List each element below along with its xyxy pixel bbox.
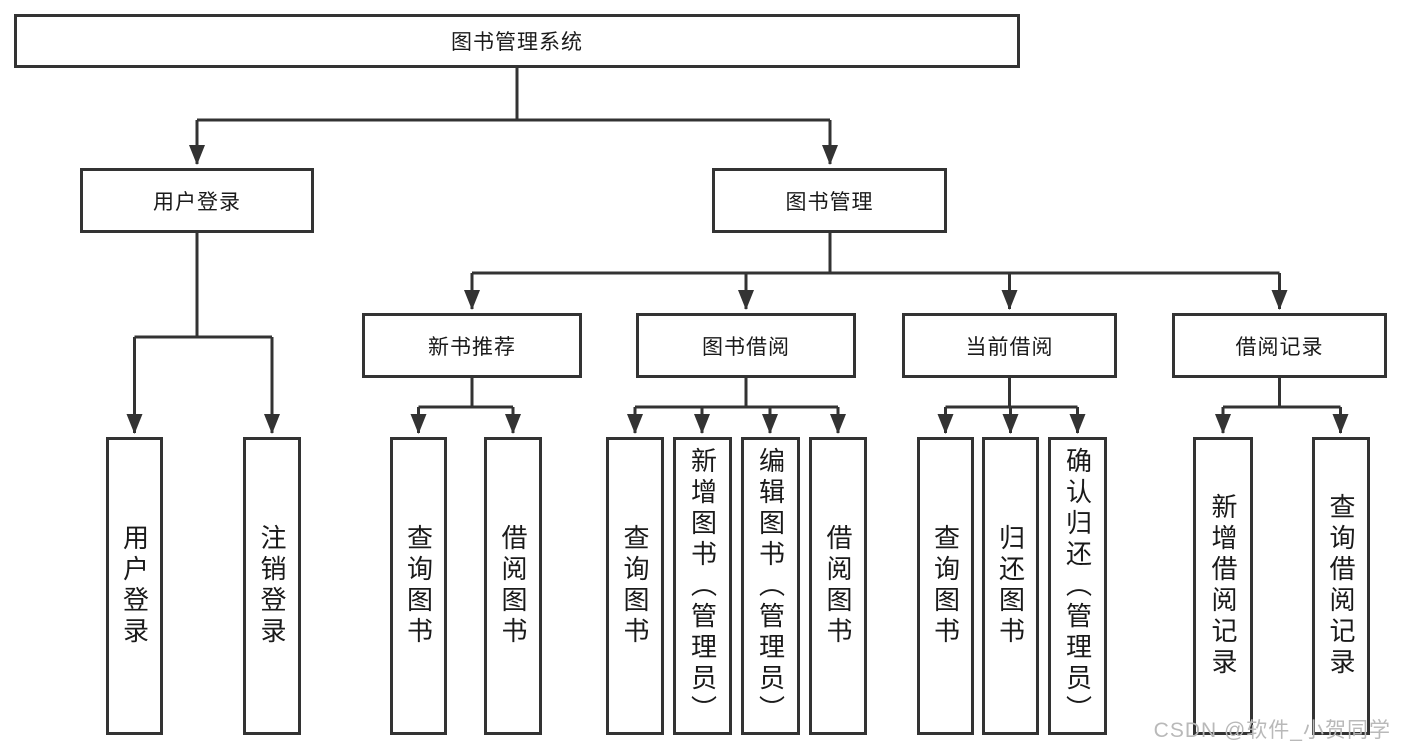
leaf-query-books-3-label: 查询图书	[930, 524, 961, 648]
leaf-logout-label: 注销登录	[257, 524, 287, 648]
leaf-confirm-return-admin-label: 确认归还（管理员）	[1062, 446, 1093, 726]
node-borrow-records: 借阅记录	[1172, 313, 1387, 378]
leaf-edit-books-admin-label: 编辑图书（管理员）	[755, 446, 786, 726]
node-book-borrowing-label: 图书借阅	[702, 335, 790, 359]
leaf-add-books-admin-label: 新增图书（管理员）	[687, 446, 718, 726]
leaf-user-login-label: 用户登录	[119, 524, 150, 648]
leaf-return-books-label: 归还图书	[995, 524, 1026, 648]
csdn-watermark: CSDN @软件_小贺同学	[1153, 719, 1391, 742]
leaf-return-books: 归还图书	[982, 437, 1039, 735]
leaf-borrow-books-1: 借阅图书	[484, 437, 542, 735]
leaf-user-login: 用户登录	[106, 437, 163, 735]
node-new-book-recommend: 新书推荐	[362, 313, 582, 378]
node-book-management: 图书管理	[712, 168, 947, 233]
node-user-login-label: 用户登录	[153, 190, 241, 214]
leaf-borrow-books-2-label: 借阅图书	[823, 524, 853, 648]
leaf-borrow-books-1-label: 借阅图书	[498, 524, 528, 648]
node-root-label: 图书管理系统	[451, 31, 583, 54]
arrow-connectors	[126, 120, 1349, 434]
leaf-edit-books-admin: 编辑图书（管理员）	[741, 437, 800, 735]
leaf-add-borrow-record: 新增借阅记录	[1193, 437, 1253, 735]
leaf-borrow-books-2: 借阅图书	[809, 437, 867, 735]
plain-connectors	[134, 68, 1341, 409]
node-borrow-records-label: 借阅记录	[1235, 335, 1324, 359]
leaf-add-borrow-record-label: 新增借阅记录	[1208, 493, 1238, 679]
leaf-query-books-3: 查询图书	[917, 437, 974, 735]
node-book-management-label: 图书管理	[785, 190, 874, 214]
leaf-logout: 注销登录	[243, 437, 301, 735]
node-current-borrowing: 当前借阅	[902, 313, 1117, 378]
leaf-query-borrow-record: 查询借阅记录	[1312, 437, 1370, 735]
leaf-query-books-1: 查询图书	[390, 437, 447, 735]
leaf-confirm-return-admin: 确认归还（管理员）	[1048, 437, 1107, 735]
node-new-book-recommend-label: 新书推荐	[428, 335, 516, 359]
node-root-system: 图书管理系统	[14, 14, 1020, 68]
node-current-borrowing-label: 当前借阅	[965, 335, 1054, 359]
leaf-query-borrow-record-label: 查询借阅记录	[1326, 493, 1356, 679]
leaf-add-books-admin: 新增图书（管理员）	[673, 437, 732, 735]
leaf-query-books-2-label: 查询图书	[620, 524, 650, 648]
node-book-borrowing: 图书借阅	[636, 313, 856, 378]
leaf-query-books-2: 查询图书	[606, 437, 664, 735]
node-user-login: 用户登录	[80, 168, 314, 233]
leaf-query-books-1-label: 查询图书	[403, 524, 434, 648]
